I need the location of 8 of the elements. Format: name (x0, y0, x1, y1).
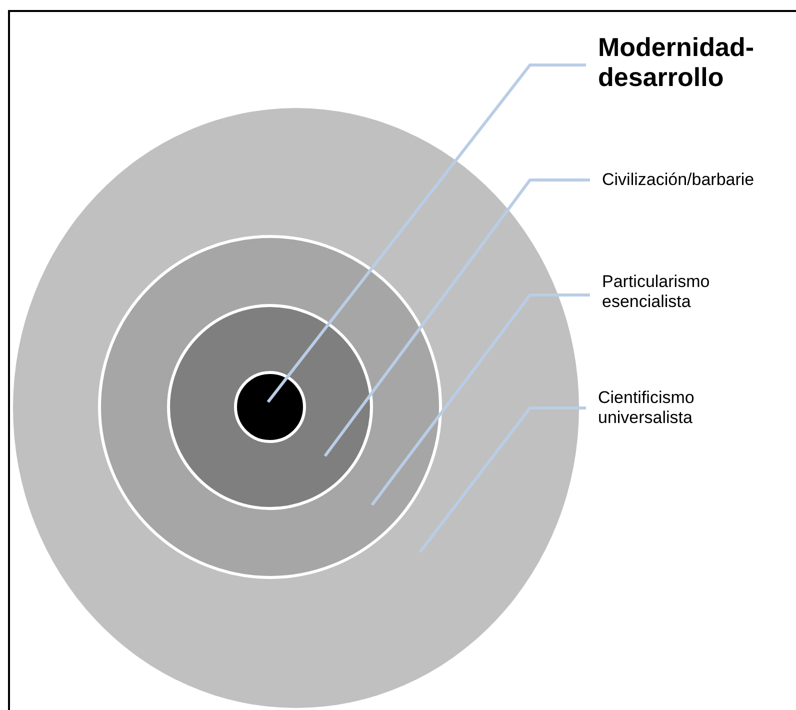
ring-label: Cientificismo universalista (598, 388, 788, 428)
leader-line (418, 406, 586, 553)
title-label: Modernidad-desarrollo (598, 33, 788, 93)
leader-line (370, 294, 590, 506)
leader-line (324, 178, 590, 457)
ring-label: Particularismo esencialista (602, 272, 792, 312)
leader-line (266, 64, 586, 403)
ring-label: Civilización/barbarie (602, 170, 792, 190)
